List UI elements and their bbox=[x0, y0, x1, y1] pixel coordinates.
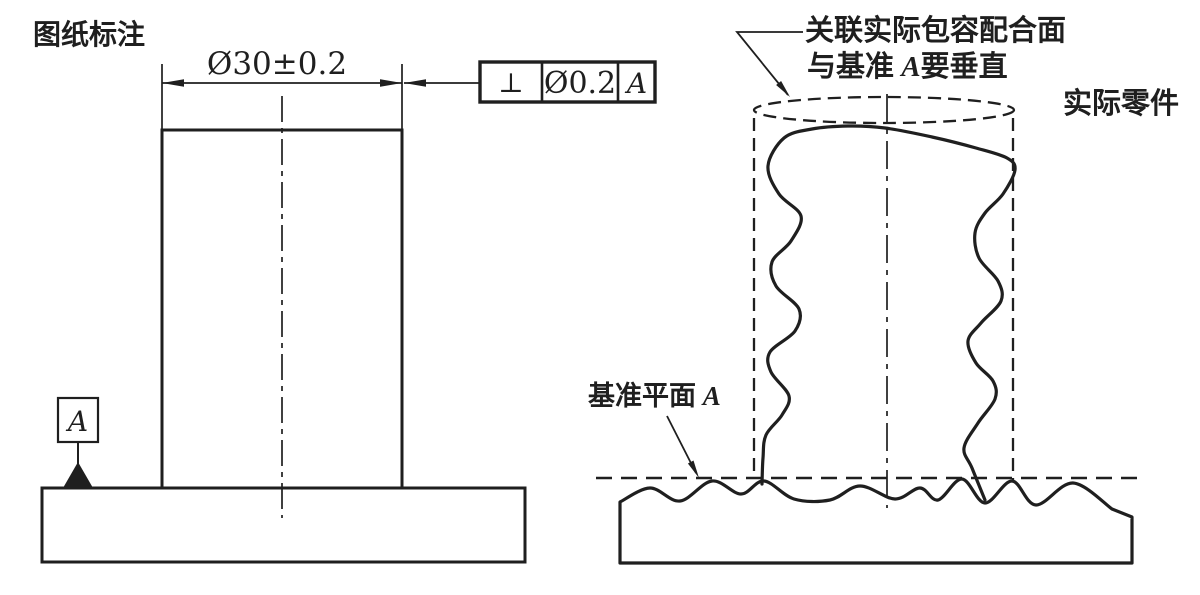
envelope-note-line2-pre: 与基准 bbox=[807, 50, 901, 83]
envelope-note-line1: 关联实际包容配合面 bbox=[805, 13, 1066, 47]
dimension-text: Ø30±0.2 bbox=[207, 46, 347, 82]
datum-plane-arrow bbox=[687, 460, 699, 478]
envelope-top-ellipse bbox=[752, 95, 1016, 125]
datum-plane-label: 基准平面 A bbox=[588, 381, 721, 411]
dimension-arrow-right bbox=[380, 79, 402, 87]
fcf-border bbox=[478, 60, 657, 104]
envelope-note-datum-letter: A bbox=[899, 51, 920, 83]
actual-pin-outline bbox=[760, 124, 1017, 502]
base-plate-outline bbox=[40, 486, 527, 564]
envelope-note-leader bbox=[735, 31, 803, 96]
left-figure: 图纸标注 Ø30±0.2 ⊥ Ø0.2 A A bbox=[33, 18, 657, 564]
datum-feature-symbol: A bbox=[56, 396, 100, 488]
datum-plane-letter: A bbox=[701, 381, 721, 411]
envelope-note-line2: 与基准 A要垂直 bbox=[807, 50, 1008, 83]
datum-triangle-icon bbox=[63, 462, 93, 488]
actual-part-label: 实际零件 bbox=[1063, 86, 1179, 120]
datum-plane-label-pre: 基准平面 bbox=[588, 381, 703, 411]
envelope-note-line2-post: 要垂直 bbox=[921, 50, 1008, 83]
actual-base-outline bbox=[618, 477, 1134, 565]
dimension-arrow-left bbox=[162, 79, 184, 87]
left-figure-title: 图纸标注 bbox=[33, 18, 145, 51]
envelope-note-arrow bbox=[776, 81, 790, 97]
feature-control-frame: ⊥ Ø0.2 A bbox=[478, 60, 657, 104]
fcf-tolerance-value: Ø0.2 bbox=[544, 66, 616, 101]
right-figure: 关联实际包容配合面 与基准 A要垂直 实际零件 基准平面 A bbox=[588, 13, 1179, 565]
perpendicularity-symbol: ⊥ bbox=[498, 68, 523, 99]
fcf-datum-letter: A bbox=[624, 67, 647, 100]
fcf-leader-arrow bbox=[404, 79, 426, 87]
datum-flag-letter: A bbox=[65, 405, 88, 438]
